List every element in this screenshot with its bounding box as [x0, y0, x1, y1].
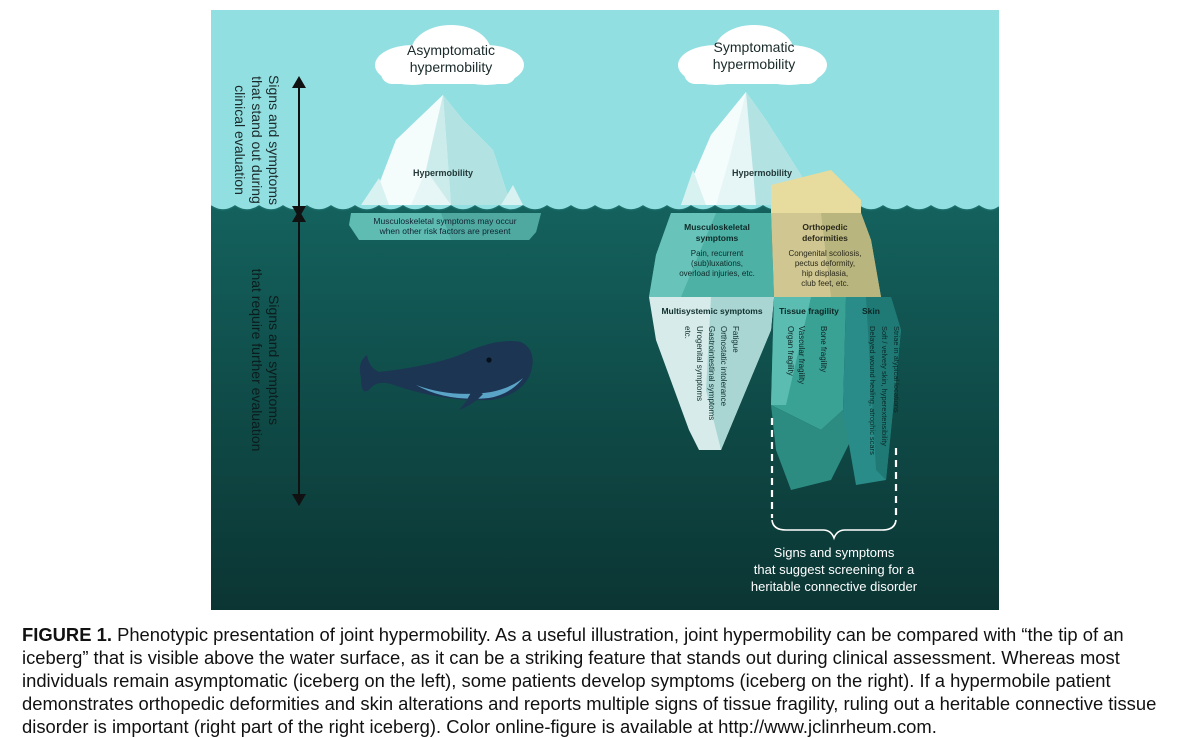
multisystemic-item-urogenital: Urogenital symptoms [695, 326, 704, 401]
axis-upper-line2: that stand out during [249, 76, 265, 204]
left-iceberg [349, 95, 541, 240]
ortho-title-line1: Orthopedic [802, 222, 848, 232]
bracket-label-line1: Signs and symptoms [774, 545, 895, 560]
axis-lower-line1: Signs and symptoms [266, 295, 282, 425]
ortho-title-line2: deformities [802, 233, 848, 243]
left-under-line1: Musculoskeletal symptoms may occur [373, 216, 516, 226]
whale [359, 341, 533, 410]
left-cloud-title-line1: Asymptomatic [407, 42, 495, 58]
left-under-line2: when other risk factors are present [379, 226, 512, 236]
axis-upper-line1: Signs and symptoms [266, 75, 282, 205]
right-cloud [678, 25, 827, 85]
bracket-label-line2: that suggest screening for a [754, 562, 915, 577]
multisystemic-item-etc: etc. [683, 326, 692, 339]
left-tip-label: Hypermobility [413, 168, 473, 178]
figure-caption: FIGURE 1. Phenotypic presentation of joi… [22, 623, 1182, 738]
left-cloud-title-line2: hypermobility [410, 59, 492, 75]
msk-body-line1: Pain, recurrent [691, 249, 744, 258]
right-cloud-title-line2: hypermobility [713, 56, 795, 72]
iceberg-illustration: Asymptomatic hypermobility Symptomatic h… [211, 10, 999, 610]
left-cloud [375, 25, 524, 85]
multisystemic-title: Multisystemic symptoms [661, 306, 762, 316]
msk-title-line1: Musculoskeletal [684, 222, 750, 232]
right-cloud-title-line1: Symptomatic [714, 39, 795, 55]
tissue-item-organ: Organ fragility [786, 326, 795, 376]
axis-upper-line3: clinical evaluation [232, 85, 248, 195]
skin-title: Skin [862, 306, 880, 316]
ortho-body-line1: Congenital scoliosis, [789, 249, 862, 258]
ortho-body-line2: pectus deformity, [795, 259, 855, 268]
multisystemic-item-gastro: Gastrointestinal symptoms [707, 326, 716, 420]
skin-item-striae: Striae in atypical locations [892, 326, 901, 413]
skin-item-wound: Delayed wound healing, atrophic scars [868, 326, 877, 455]
ortho-body-line3: hip displasia, [802, 269, 848, 278]
multisystemic-item-orthostatic: Orthostatic intolerance [719, 326, 728, 407]
caption-label: FIGURE 1. [22, 624, 112, 645]
ortho-body-line4: club feet, etc. [801, 279, 849, 288]
bracket-label-line3: heritable connective disorder [751, 579, 918, 594]
axis-lower-line2: that require further evaluation [249, 269, 265, 452]
msk-body-line3: overload injuries, etc. [679, 269, 755, 278]
skin-item-soft: Soft / velvety skin, hyperextensibility [880, 326, 889, 446]
left-axis-arrows [292, 76, 306, 506]
tissue-item-bone: Bone fragility [819, 326, 828, 372]
tissue-item-vascular: Vascular fragility [797, 326, 806, 384]
tissue-title: Tissue fragility [779, 306, 839, 316]
msk-body-line2: (sub)luxations, [691, 259, 743, 268]
screening-bracket [770, 418, 898, 541]
right-tip-label: Hypermobility [732, 168, 792, 178]
caption-text: Phenotypic presentation of joint hypermo… [22, 624, 1157, 737]
water-surface-line [211, 205, 999, 211]
msk-title-line2: symptoms [696, 233, 739, 243]
right-iceberg [649, 92, 901, 490]
multisystemic-item-fatigue: Fatigue [731, 326, 740, 353]
sky [211, 10, 999, 210]
iceberg-figure: Asymptomatic hypermobility Symptomatic h… [211, 10, 999, 610]
